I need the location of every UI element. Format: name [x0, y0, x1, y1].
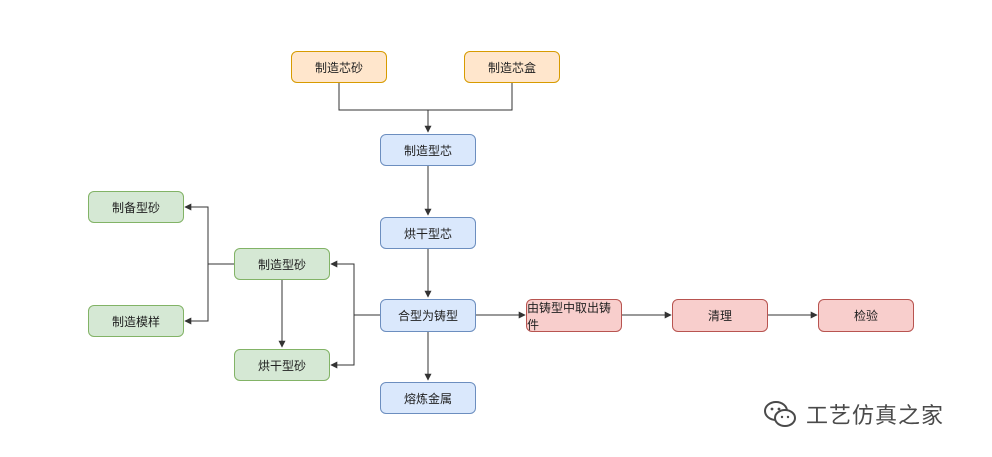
node-clean: 清理 [672, 299, 768, 332]
node-inspect: 检验 [818, 299, 914, 332]
wechat-icon [764, 401, 796, 427]
node-make-mold-sand: 制造型砂 [234, 248, 330, 280]
node-dry-mold-sand: 烘干型砂 [234, 349, 330, 381]
node-core-box: 制造芯盒 [464, 51, 560, 83]
edge-core-sand-to-make-core [338, 83, 428, 111]
node-melt-metal: 熔炼金属 [380, 382, 476, 414]
watermark: 工艺仿真之家 [762, 396, 944, 432]
edge-assemble-to-make-mold-sand [330, 260, 355, 315]
node-dry-core: 烘干型芯 [380, 217, 476, 249]
edge-split-to-make-pattern [184, 264, 209, 325]
edge-assemble-to-dry-mold-sand [330, 315, 355, 369]
node-remove-casting: 由铸型中取出铸件 [526, 299, 622, 332]
watermark-text: 工艺仿真之家 [806, 404, 945, 429]
node-make-core: 制造型芯 [380, 134, 476, 166]
node-prep-mold-sand: 制备型砂 [88, 191, 184, 223]
edge-core-box-to-make-core [428, 83, 513, 111]
node-assemble-mold: 合型为铸型 [380, 299, 476, 332]
edge-split-to-prep-mold-sand [184, 203, 209, 264]
node-core-sand: 制造芯砂 [291, 51, 387, 83]
node-make-pattern: 制造模样 [88, 305, 184, 337]
